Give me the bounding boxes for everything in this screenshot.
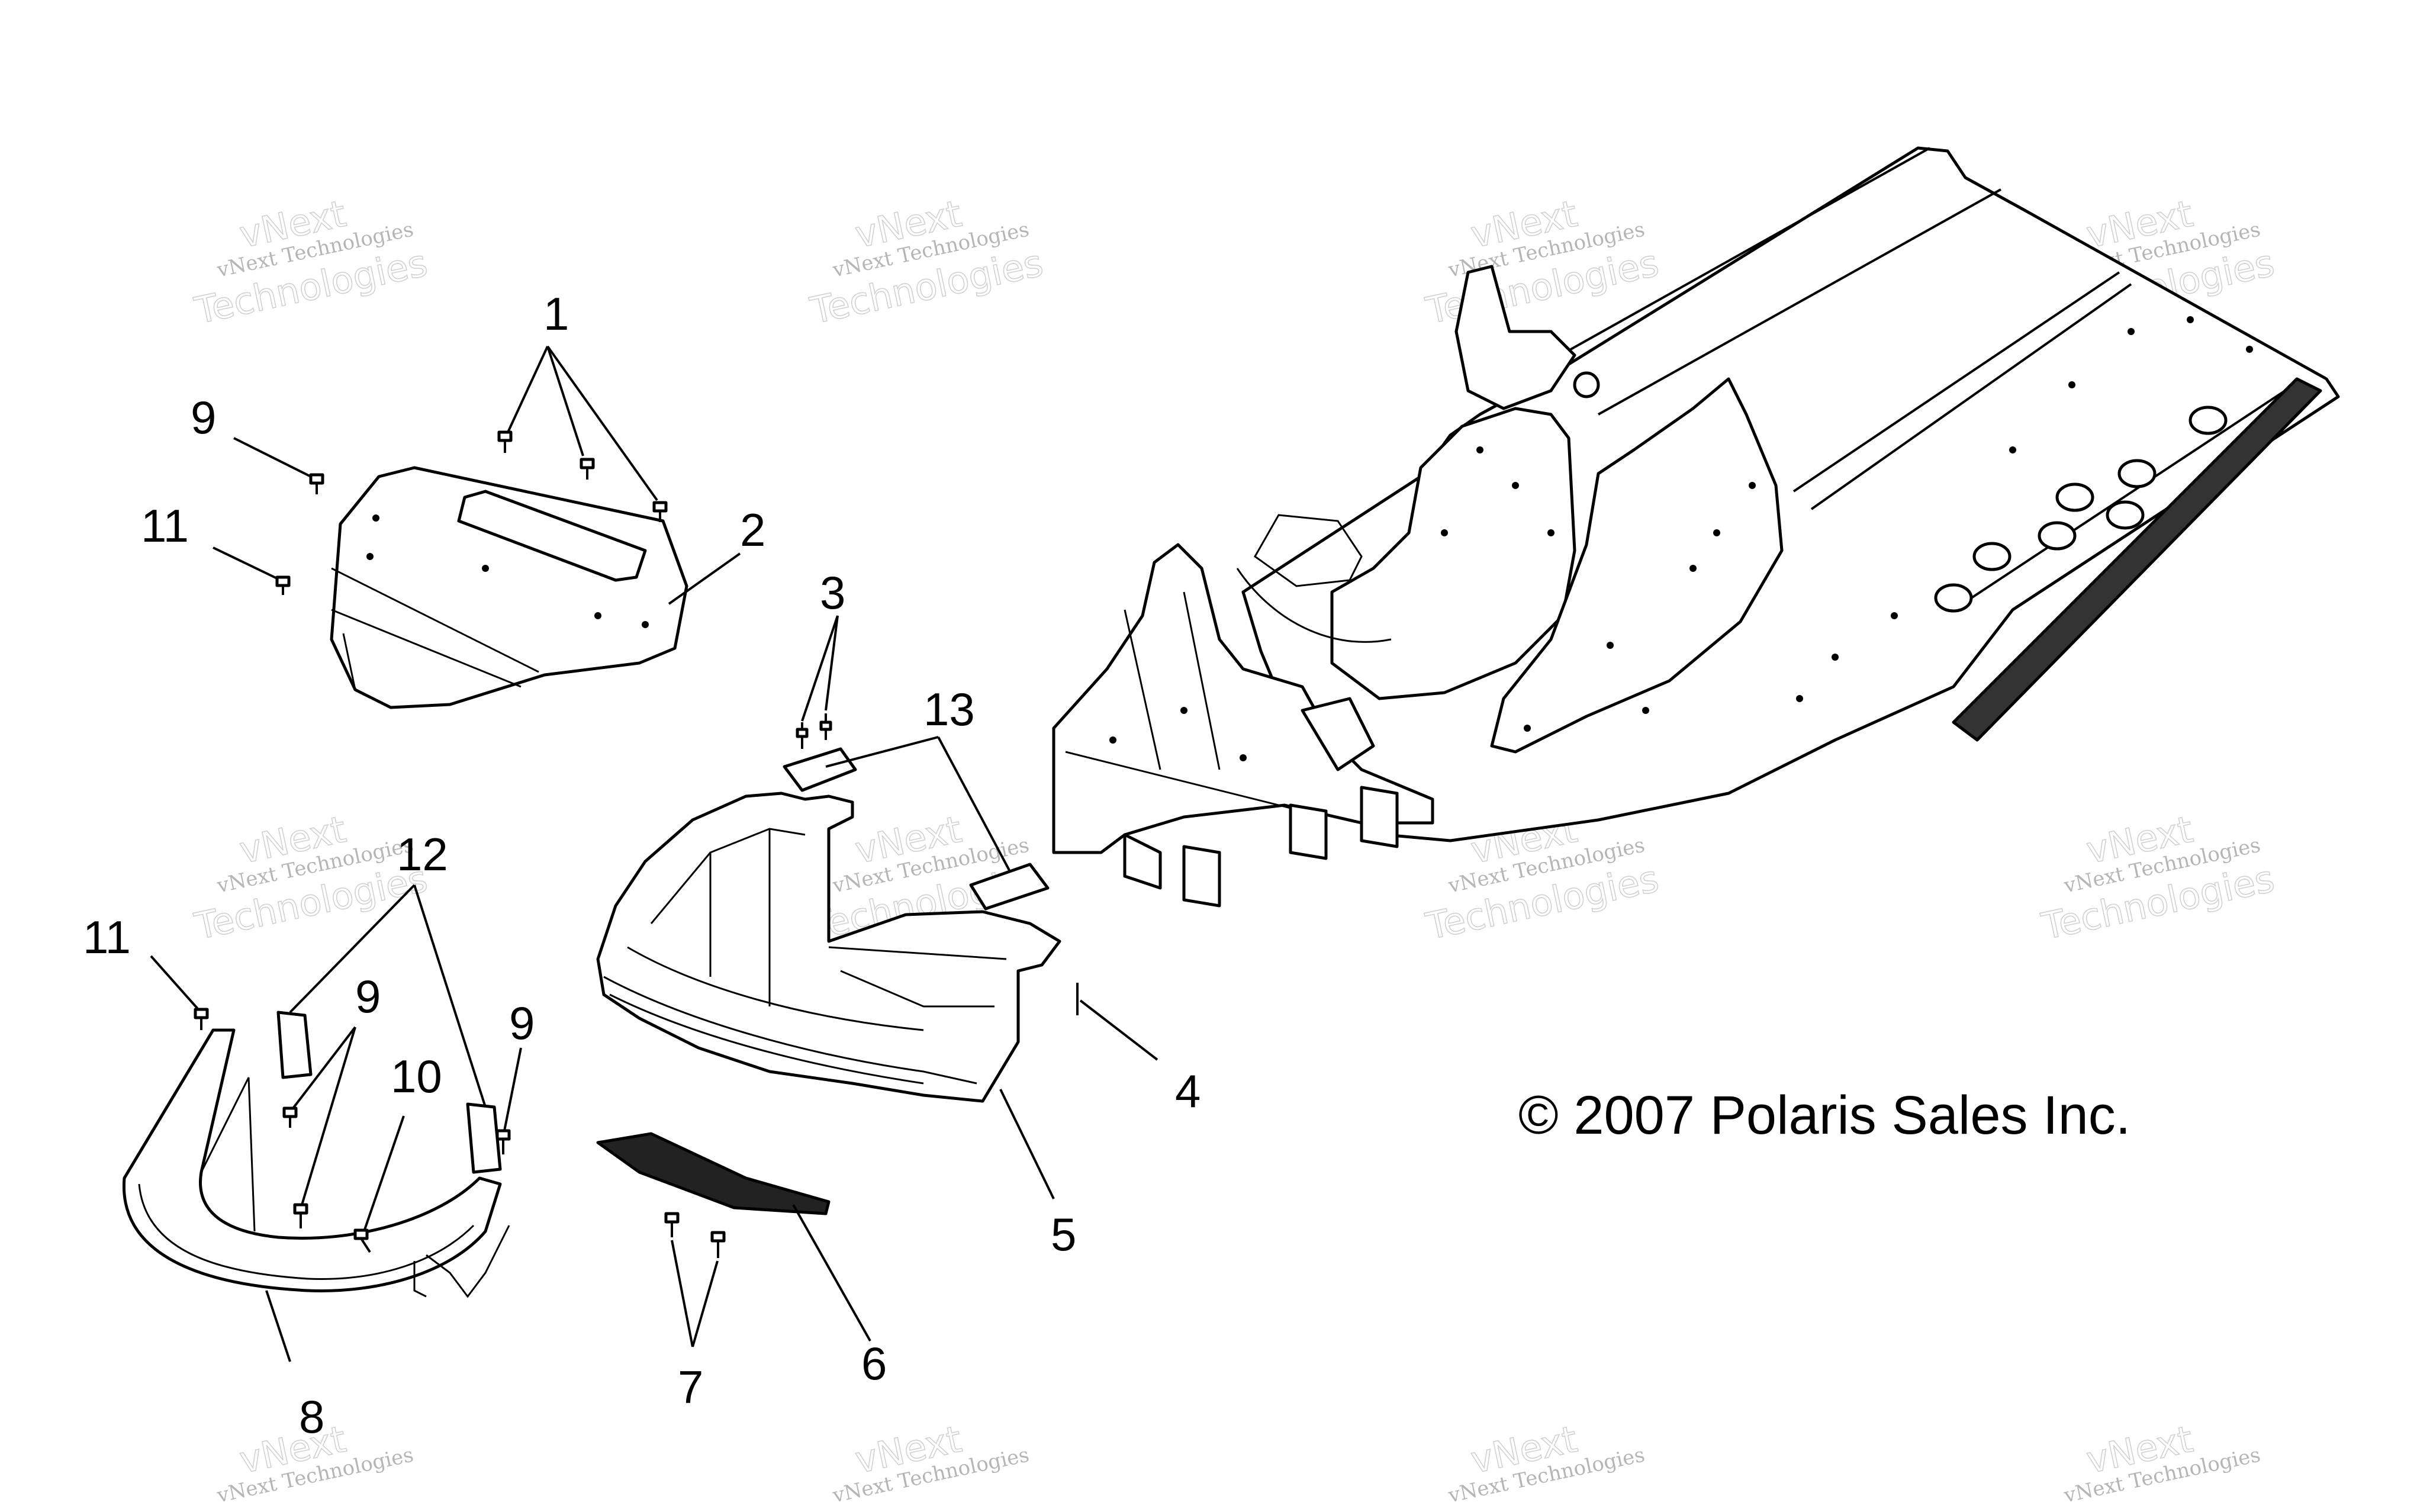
fastener-7a — [664, 1212, 680, 1237]
callout-9-right: 9 — [509, 997, 535, 1049]
chassis-tunnel — [1052, 146, 2340, 908]
callout-6: 6 — [861, 1337, 887, 1389]
watermark: vNext vNext Technologies — [2061, 1417, 2262, 1508]
callout-2: 2 — [740, 504, 765, 556]
part-8-front-bumper — [122, 1028, 510, 1298]
watermark: vNext vNext Technologies Technologies — [2038, 807, 2278, 948]
callout-12: 12 — [397, 828, 448, 880]
fastener-11b — [194, 1008, 209, 1030]
watermark: vNext vNext Technologies Technologies — [191, 191, 432, 333]
fastener-1c — [652, 501, 668, 522]
watermark: vNext vNext Technologies Technologies — [806, 191, 1047, 333]
watermark: vNext vNext Technologies — [1446, 1417, 1647, 1508]
callout-7: 7 — [678, 1361, 703, 1413]
part-5-nose-pan — [596, 792, 1061, 1103]
callout-10: 10 — [391, 1050, 442, 1102]
callout-labels: 1 2 3 4 5 6 7 8 9 9 9 10 11 11 12 13 — [83, 288, 1201, 1443]
fastener-10 — [353, 1228, 371, 1253]
callout-4: 4 — [1175, 1065, 1201, 1117]
part-13-decals — [783, 747, 1050, 911]
watermark: vNext vNext Technologies Technologies — [1422, 191, 1663, 333]
fastener-1b — [580, 458, 595, 480]
fastener-9b — [282, 1106, 298, 1128]
callout-11-bottom: 11 — [83, 911, 131, 963]
callout-5: 5 — [1051, 1208, 1076, 1260]
watermark: vNext vNext Technologies Technologies — [191, 807, 432, 948]
callout-3: 3 — [820, 567, 845, 619]
part-6-skid-plate — [596, 1132, 831, 1215]
fastener-1a — [497, 430, 513, 453]
fastener-3b — [819, 713, 832, 740]
watermark: vNext vNext Technologies — [830, 1417, 1031, 1508]
part-12-decals — [276, 1011, 502, 1174]
callout-9-left: 9 — [355, 970, 381, 1022]
leader-lines — [150, 345, 1158, 1362]
fastener-7b — [710, 1231, 726, 1258]
fastener-9c — [293, 1203, 308, 1228]
copyright-notice: © 2007 Polaris Sales Inc. — [1518, 1085, 2130, 1146]
fastener-11a — [275, 575, 291, 595]
callout-8: 8 — [299, 1391, 324, 1443]
fastener-3a — [796, 722, 809, 749]
callout-1: 1 — [543, 288, 569, 340]
callout-9-top: 9 — [191, 391, 216, 443]
part-2-top-panel — [330, 466, 688, 709]
fasteners — [194, 430, 1079, 1258]
fastener-9a — [309, 473, 324, 494]
callout-11-top: 11 — [141, 500, 189, 552]
callout-13: 13 — [923, 683, 975, 735]
